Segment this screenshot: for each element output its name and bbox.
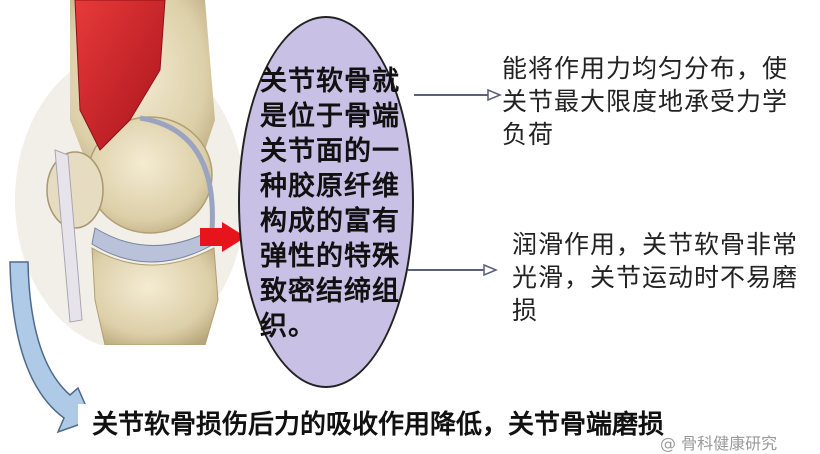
knee-joint-illustration — [15, 0, 240, 345]
caption-bar — [78, 404, 820, 449]
definition-ellipse — [238, 16, 414, 388]
arrow-to-note-top — [414, 88, 502, 102]
arrow-to-note-middle — [408, 263, 498, 277]
red-arrow-icon — [200, 222, 246, 252]
note-lubrication: 润滑作用，关节软骨非常光滑，关节运动时不易磨损 — [512, 230, 799, 325]
note-load-distribution: 能将作用力均匀分布，使关节最大限度地承受力学负荷 — [502, 54, 789, 149]
watermark: @ 骨科健康研究 — [660, 434, 778, 453]
bottom-caption: 关节软骨损伤后力的吸收作用降低，关节骨端磨损 — [92, 410, 665, 440]
cartilage-definition: 关节软骨就是位于骨端关节面的一种胶原纤维构成的富有弹性的特殊致密结缔组织。 — [260, 66, 400, 342]
